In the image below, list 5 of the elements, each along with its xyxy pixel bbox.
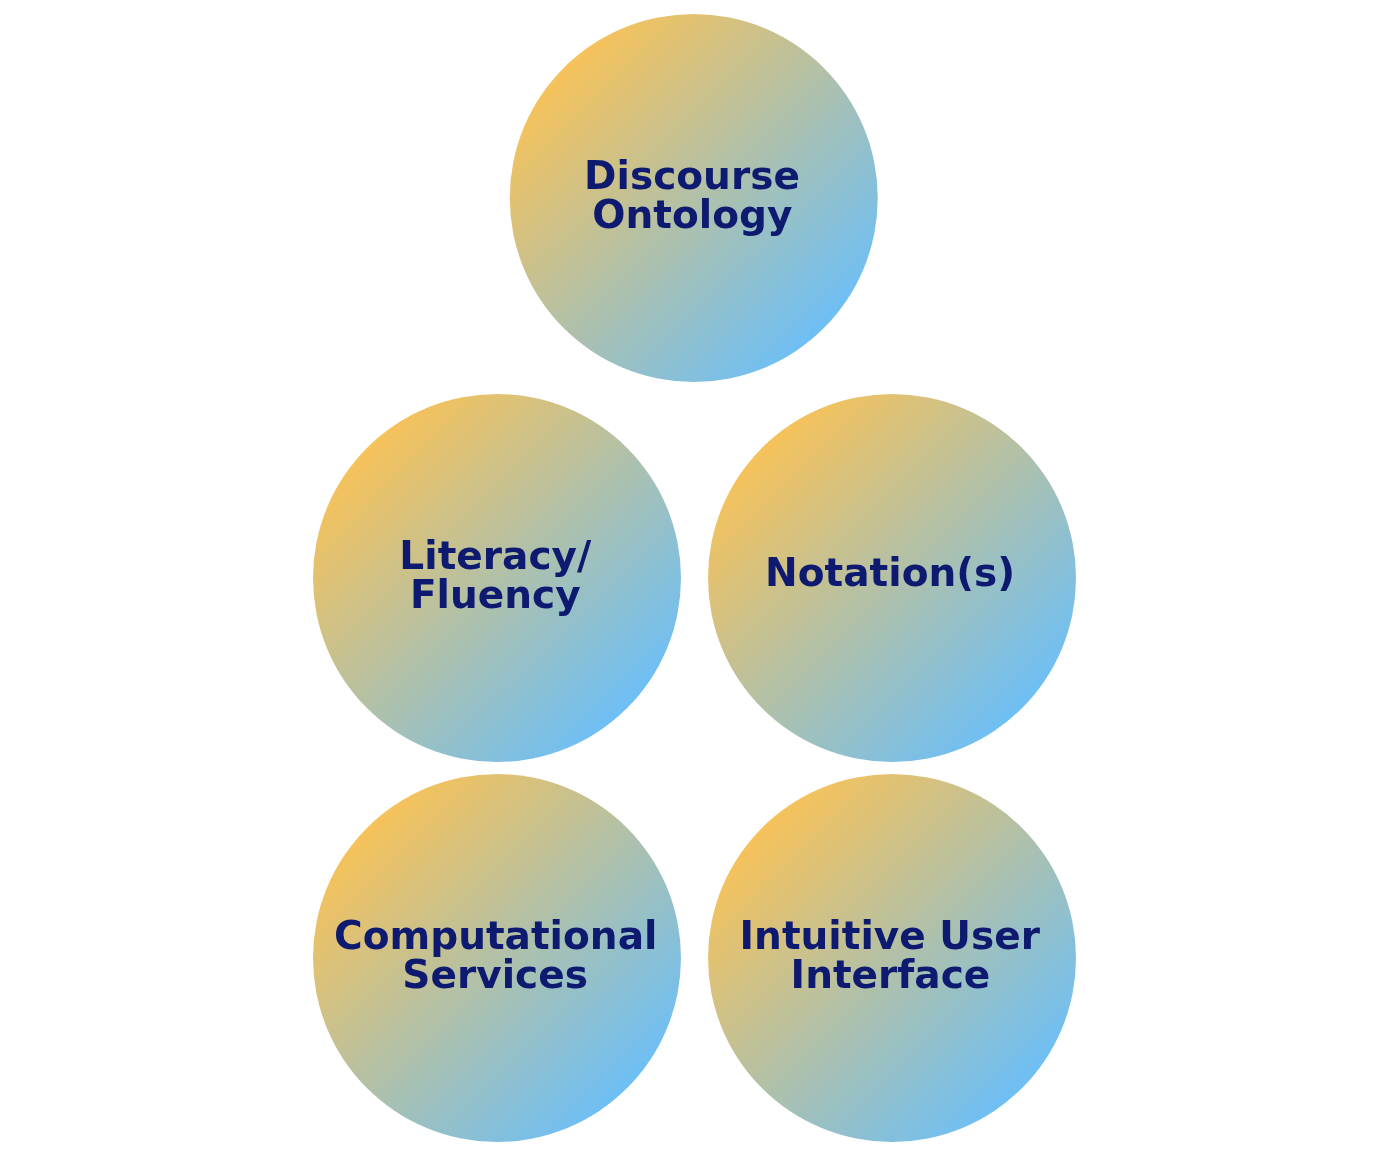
node-circle: Intuitive User Interface <box>708 774 1076 1142</box>
node-circle: Discourse Ontology <box>509 14 878 382</box>
node-circle: Literacy/ Fluency <box>313 394 681 762</box>
node-circle: Computational Services <box>313 774 681 1142</box>
node-circle: Notation(s) <box>708 394 1076 762</box>
